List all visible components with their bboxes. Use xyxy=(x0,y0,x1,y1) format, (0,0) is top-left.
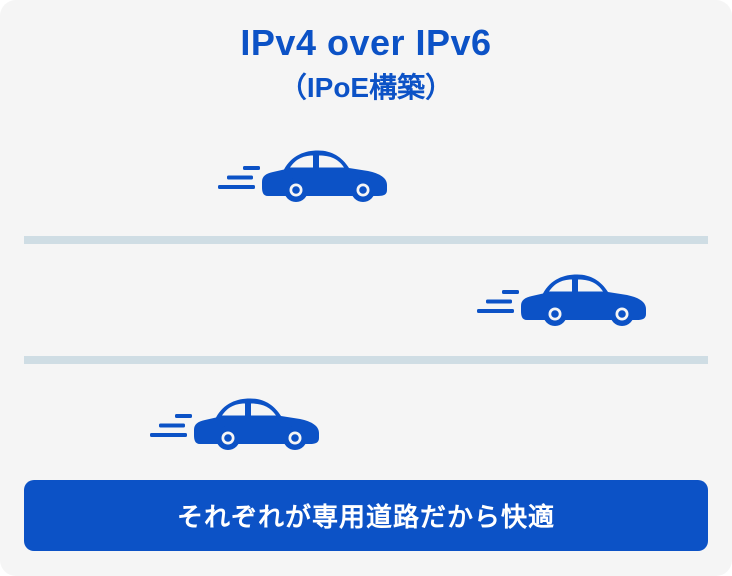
car-icon xyxy=(218,146,388,203)
lane-1-car xyxy=(218,146,388,203)
caption-text: それぞれが専用道路だから快適 xyxy=(176,502,555,532)
lane-divider xyxy=(24,356,708,364)
car-icon xyxy=(477,270,647,327)
car-icon xyxy=(150,394,320,451)
diagram-subtitle: （IPoE構築） xyxy=(278,72,454,103)
lane-divider xyxy=(24,236,708,244)
lane-3-car xyxy=(150,394,320,451)
caption-banner: それぞれが専用道路だから快適 xyxy=(24,480,708,551)
diagram-title: IPv4 over IPv6 xyxy=(240,22,492,63)
lane-2-car xyxy=(477,270,647,327)
